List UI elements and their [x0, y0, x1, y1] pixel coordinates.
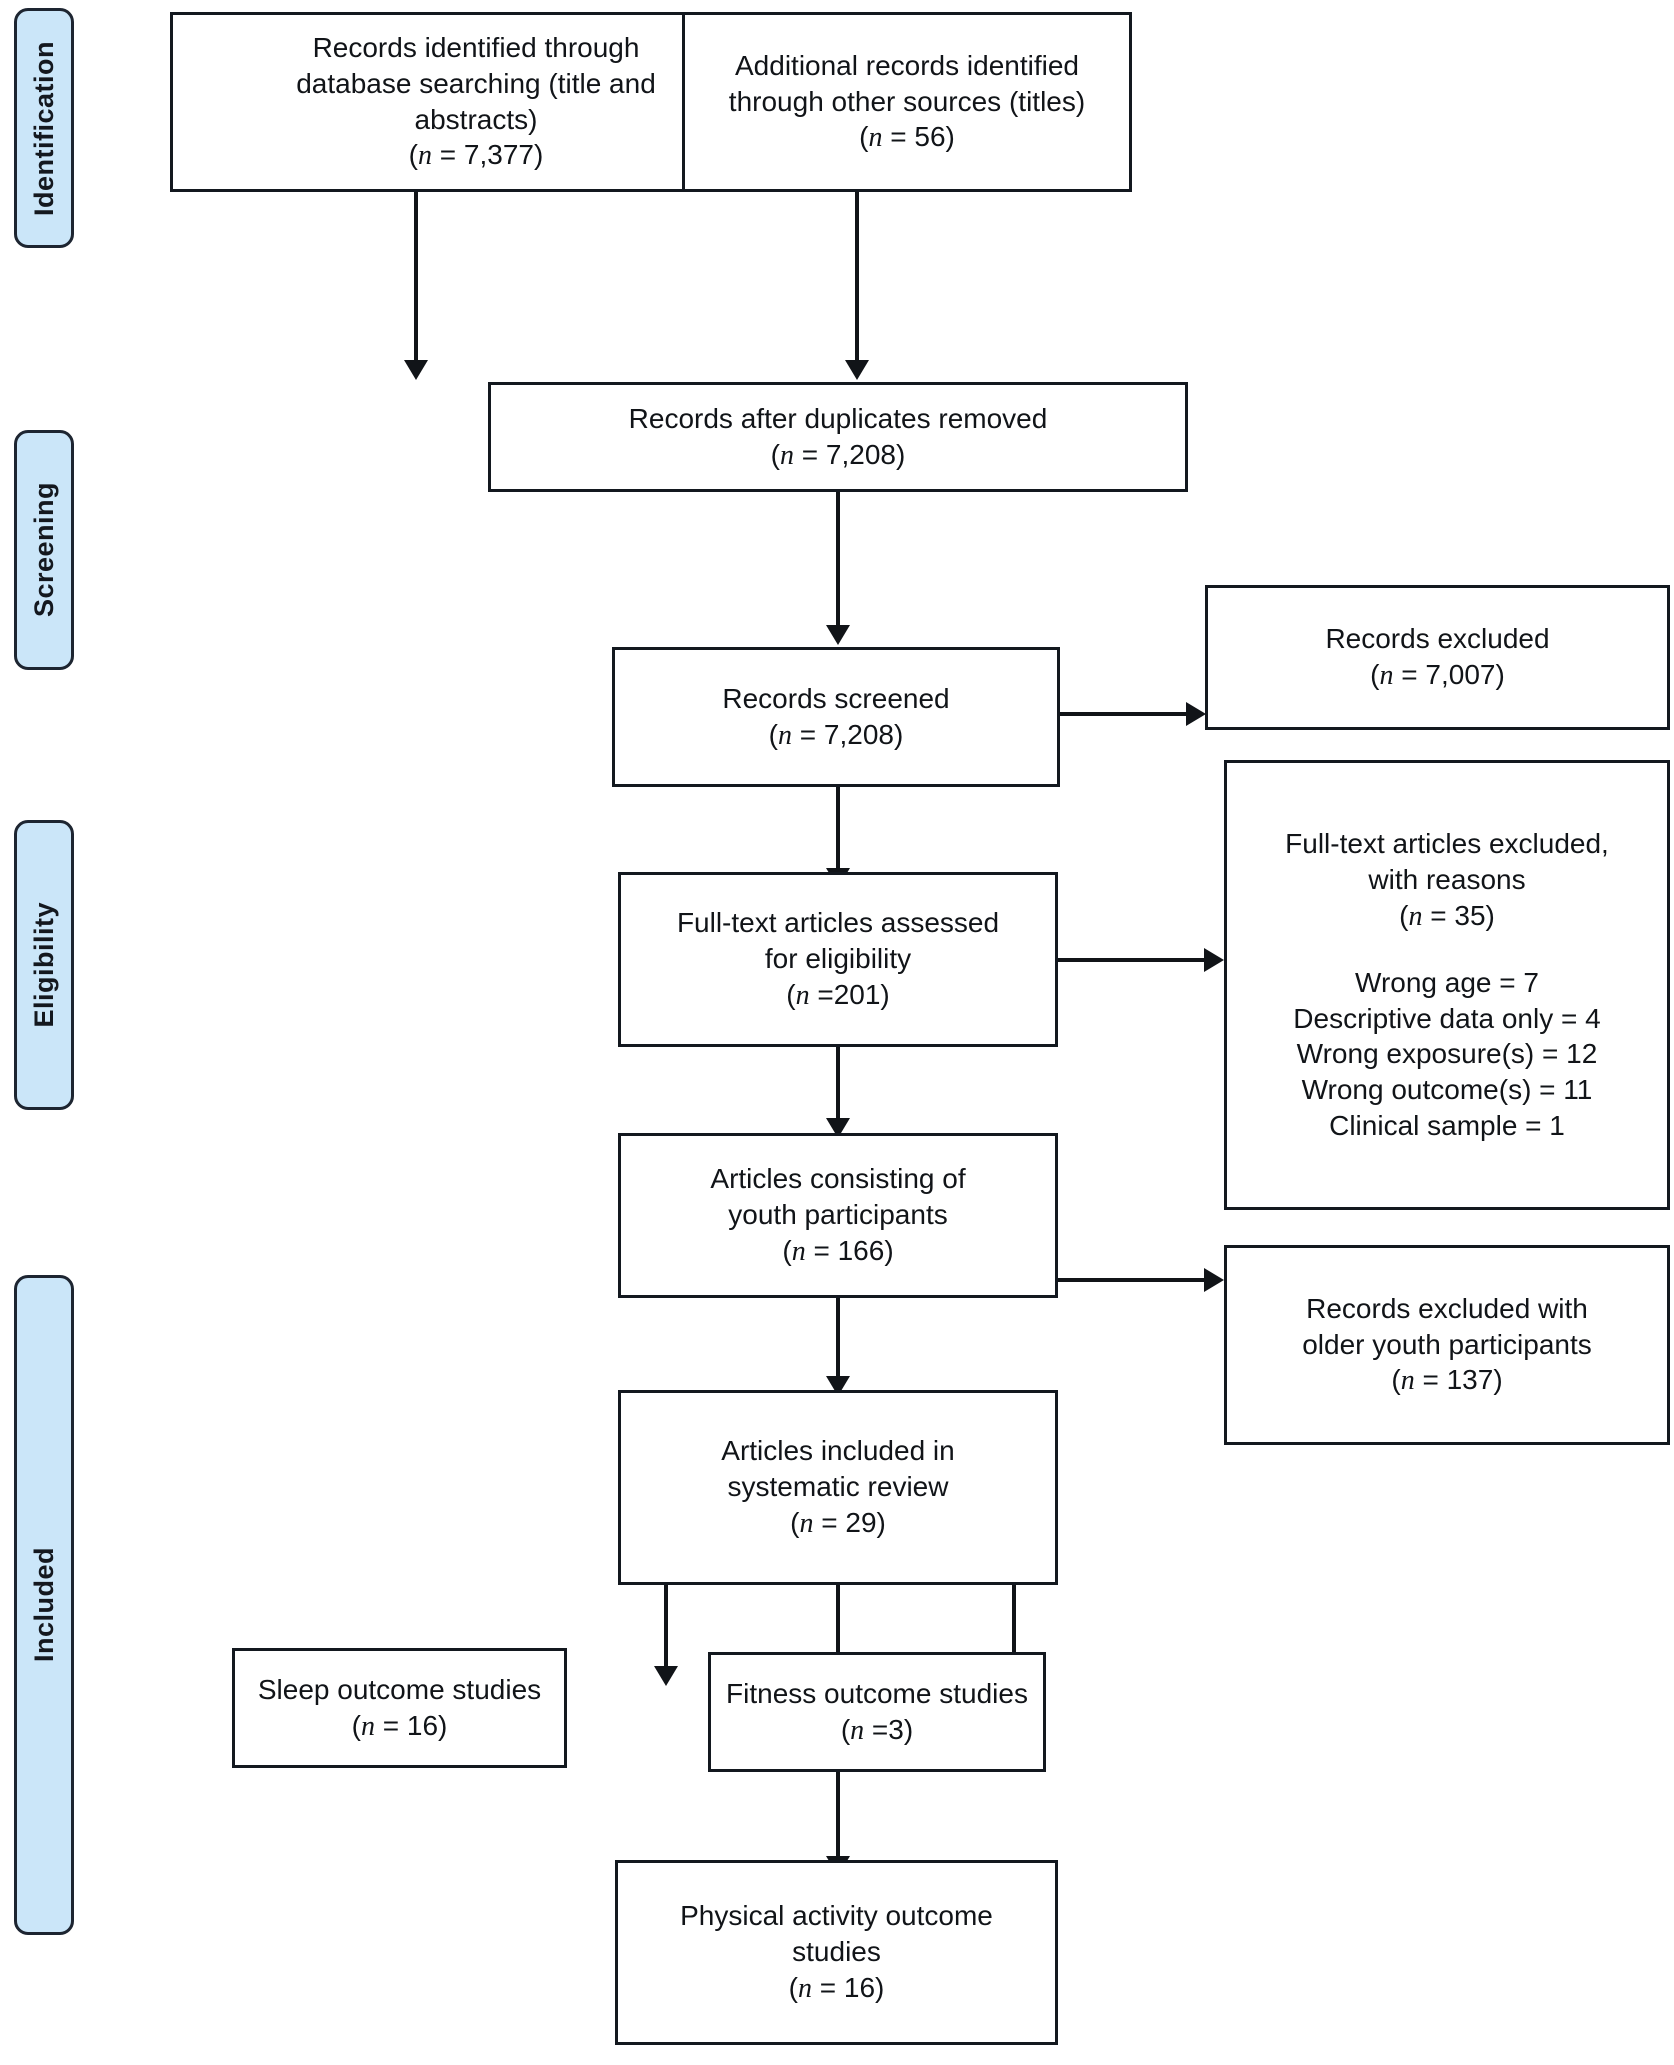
- other-records-line2: through other sources (titles): [728, 85, 1086, 117]
- included-review-line2: systematic review: [727, 1471, 949, 1503]
- included-review-count: (n = 29): [790, 1506, 886, 1539]
- older-youth-excluded-line2: older youth participants: [1302, 1328, 1592, 1360]
- connector-duplicates-to-screened: [836, 492, 840, 627]
- node-fitness-studies: Fitness outcome studies (n =3): [708, 1652, 1046, 1772]
- connector-fulltext-to-youth: [836, 1047, 840, 1122]
- stage-eligibility-label: Eligibility: [28, 902, 59, 1028]
- arrowhead-duplicates-to-screened: [826, 625, 850, 645]
- connector-screened-to-fulltext: [836, 787, 840, 872]
- node-database-records: Records identified through database sear…: [170, 12, 782, 192]
- stage-identification-label: Identification: [28, 40, 59, 216]
- physical-activity-line2: studies: [792, 1936, 881, 1968]
- records-screened-count: (n = 7,208): [768, 718, 904, 751]
- exclusion-reason-wrong-age: Wrong age = 7: [1355, 966, 1539, 998]
- stage-included-label: Included: [28, 1547, 59, 1663]
- database-records-line3: abstracts): [414, 103, 538, 135]
- older-youth-excluded-count: (n = 137): [1391, 1364, 1503, 1397]
- other-records-line1: Additional records identified: [735, 49, 1079, 81]
- physical-activity-line1: Physical activity outcome: [680, 1900, 993, 1932]
- connector-other-to-duplicates: [855, 192, 859, 362]
- arrowhead-youth-to-older-excluded: [1204, 1268, 1224, 1292]
- database-records-count: (n = 7,377): [408, 139, 544, 172]
- connector-fulltext-to-excluded: [1058, 958, 1206, 962]
- records-screened-line1: Records screened: [722, 682, 950, 714]
- node-physical-activity-studies: Physical activity outcome studies (n = 1…: [615, 1860, 1058, 2045]
- connector-included-to-sleep: [664, 1585, 668, 1670]
- connector-youth-to-included: [836, 1298, 840, 1380]
- youth-articles-line1: Articles consisting of: [710, 1163, 966, 1195]
- fulltext-assessed-count: (n =201): [786, 978, 890, 1011]
- fulltext-assessed-line1: Full-text articles assessed: [676, 907, 1000, 939]
- included-review-line1: Articles included in: [721, 1435, 955, 1467]
- arrowhead-included-to-sleep: [654, 1666, 678, 1686]
- arrowhead-database-to-duplicates: [404, 360, 428, 380]
- connector-screened-to-excluded: [1060, 712, 1188, 716]
- fulltext-excluded-count: (n = 35): [1399, 899, 1495, 932]
- stage-identification: Identification: [14, 8, 74, 248]
- after-duplicates-count: (n = 7,208): [770, 438, 906, 471]
- other-records-count: (n = 56): [859, 121, 955, 154]
- exclusion-reason-descriptive-data: Descriptive data only = 4: [1293, 1002, 1601, 1034]
- database-records-line1: Records identified through: [312, 31, 640, 63]
- stage-screening-label: Screening: [28, 482, 59, 618]
- fitness-studies-count: (n =3): [840, 1713, 914, 1746]
- fitness-studies-line1: Fitness outcome studies: [726, 1677, 1028, 1709]
- connector-database-to-duplicates: [414, 192, 418, 362]
- node-included-review: Articles included in systematic review (…: [618, 1390, 1058, 1585]
- fulltext-excluded-line1: Full-text articles excluded,: [1285, 828, 1609, 860]
- records-excluded-count: (n = 7,007): [1370, 659, 1505, 691]
- arrowhead-other-to-duplicates: [845, 360, 869, 380]
- node-older-youth-excluded: Records excluded with older youth partic…: [1224, 1245, 1670, 1445]
- node-records-screened: Records screened (n = 7,208): [612, 647, 1060, 787]
- arrowhead-fulltext-to-excluded: [1204, 948, 1224, 972]
- sleep-studies-line1: Sleep outcome studies: [257, 1673, 542, 1705]
- exclusion-reason-wrong-exposure: Wrong exposure(s) = 12: [1296, 1038, 1598, 1070]
- physical-activity-count: (n = 16): [788, 1971, 885, 2004]
- exclusion-reason-wrong-outcome: Wrong outcome(s) = 11: [1301, 1074, 1593, 1106]
- node-youth-articles: Articles consisting of youth participant…: [618, 1133, 1058, 1298]
- connector-included-to-fitness: [1012, 1585, 1016, 1670]
- older-youth-excluded-line1: Records excluded with: [1306, 1292, 1588, 1324]
- node-sleep-studies: Sleep outcome studies (n = 16): [232, 1648, 567, 1768]
- youth-articles-count: (n = 166): [782, 1234, 894, 1267]
- stage-screening: Screening: [14, 430, 74, 670]
- exclusion-reason-clinical-sample: Clinical sample = 1: [1329, 1109, 1565, 1141]
- connector-youth-to-older-excluded: [1058, 1278, 1206, 1282]
- stage-included: Included: [14, 1275, 74, 1935]
- sleep-studies-count: (n = 16): [351, 1709, 448, 1742]
- youth-articles-line2: youth participants: [728, 1199, 948, 1231]
- node-fulltext-excluded: Full-text articles excluded, with reason…: [1224, 760, 1670, 1210]
- records-excluded-line1: Records excluded: [1325, 623, 1550, 655]
- database-records-line2: database searching (title and: [296, 67, 656, 99]
- after-duplicates-line1: Records after duplicates removed: [628, 402, 1048, 434]
- arrowhead-screened-to-excluded: [1186, 702, 1206, 726]
- node-after-duplicates: Records after duplicates removed (n = 7,…: [488, 382, 1188, 492]
- node-fulltext-assessed: Full-text articles assessed for eligibil…: [618, 872, 1058, 1047]
- fulltext-assessed-line2: for eligibility: [764, 943, 912, 975]
- node-records-excluded: Records excluded (n = 7,007): [1205, 585, 1670, 730]
- node-other-records: Additional records identified through ot…: [682, 12, 1132, 192]
- stage-eligibility: Eligibility: [14, 820, 74, 1110]
- fulltext-excluded-line2: with reasons: [1368, 864, 1526, 896]
